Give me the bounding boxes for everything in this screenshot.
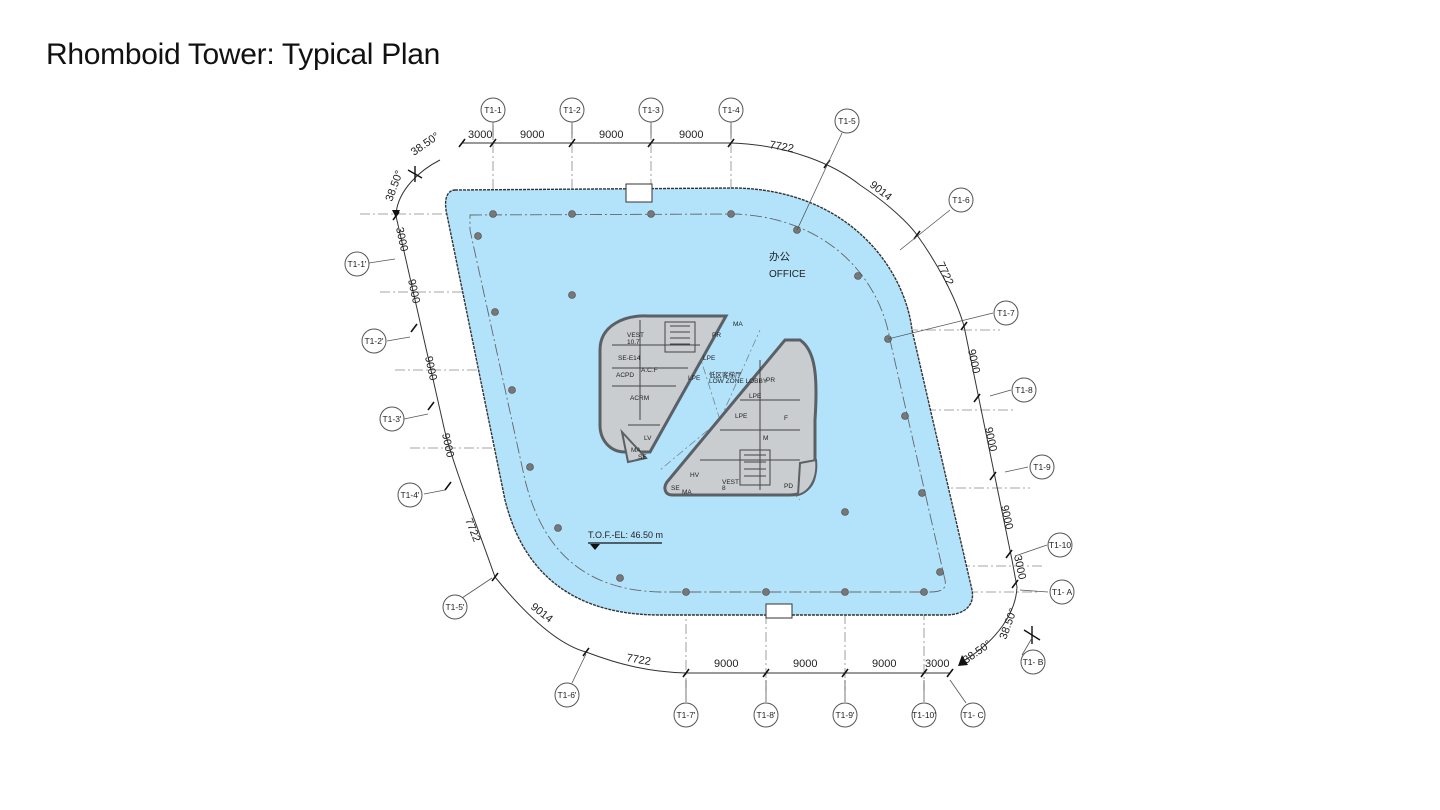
dim-left-6: 9014 [528, 601, 555, 626]
dimension-ticks [392, 138, 1019, 678]
room-label: SE-E14 [618, 355, 641, 362]
room-label: LPE [749, 393, 762, 400]
grid-bubble-label: T1-5' [445, 602, 464, 612]
room-label: F [784, 415, 788, 422]
dimension-lines [395, 142, 1018, 674]
room-label: 10.7 [627, 339, 640, 346]
grid-bubble-label: T1-9' [835, 710, 854, 720]
lobby-label-cn: 低区客梯厅 [709, 370, 742, 379]
room-label: LPE [688, 375, 701, 382]
grid-bubble-label: T1-3' [382, 414, 401, 424]
grid-bubble-label: T1-6 [952, 195, 970, 205]
grid-bubble-label: T1-6' [557, 690, 576, 700]
grid-bubble-label: T1-8' [756, 710, 775, 720]
columns [474, 210, 944, 596]
dim-top-4: 9000 [679, 129, 703, 141]
room-label: A.C.F [641, 367, 658, 374]
grid-bubble-label: T1-1' [347, 259, 366, 269]
core-b-partitions [700, 360, 800, 490]
page-title: Rhomboid Tower: Typical Plan [46, 38, 441, 71]
angle-label: 38.50° [998, 607, 1020, 641]
dim-left-4: 9000 [439, 432, 456, 458]
angle-arrow-icon [392, 210, 400, 218]
grid-bubble-label: T1- B [1023, 657, 1044, 667]
grid-bubble-label: T1-8 [1015, 385, 1033, 395]
room-label: LV [644, 435, 652, 442]
elevation-marker-icon [590, 544, 600, 550]
dim-right-4: 3000 [1011, 554, 1028, 580]
grid-bubble-label: T1-9 [1033, 462, 1051, 472]
dim-top-1: 3000 [468, 129, 492, 141]
dim-bottom-3: 9000 [793, 658, 817, 670]
dim-right-2: 9000 [982, 426, 999, 452]
inner-perimeter-line [469, 213, 946, 593]
grid-bubble-label: T1-7' [676, 710, 695, 720]
room-label: PR [712, 332, 721, 339]
dim-bottom-2: 9000 [714, 658, 738, 670]
dim-top-2: 9000 [520, 129, 544, 141]
room-label: VEST [722, 479, 739, 486]
elevation-label: T.O.F.-EL: 46.50 m [588, 530, 663, 540]
dim-bottom-5: 3000 [925, 658, 949, 670]
room-label: SE [638, 454, 647, 461]
grid-bubble-label: T1-5 [838, 116, 856, 126]
grid-bubble-label: T1-2' [364, 336, 383, 346]
room-label: VEST [627, 332, 644, 339]
room-label: LPE [735, 413, 748, 420]
angle-markers [407, 166, 1041, 644]
grid-bubble-label: T1-10' [912, 710, 936, 720]
dim-top-3: 9000 [599, 129, 623, 141]
bottom-notch [765, 603, 793, 619]
grid-bubble-label: T1- A [1052, 587, 1073, 597]
dim-left-3: 9000 [422, 355, 439, 381]
room-label: LPE [703, 355, 716, 362]
room-label: MA [733, 321, 743, 328]
office-label-cn: 办公 [769, 250, 790, 263]
grid-bubble-label: T1-1 [484, 105, 502, 115]
angle-label: 38.50° [384, 169, 406, 203]
core-a-partitions [612, 320, 700, 426]
grid-bubble-label: T1-4' [400, 490, 419, 500]
grid-bubble-label: T1-4 [722, 105, 740, 115]
grid-bubble-label: T1-10 [1049, 540, 1071, 550]
angle-label: 38.50° [961, 638, 994, 666]
grid-bubble-label: T1-2 [563, 105, 581, 115]
room-label: MA [631, 447, 641, 454]
dim-right-3: 9000 [998, 504, 1015, 530]
office-label-en: OFFICE [769, 269, 806, 280]
dim-right-1: 9000 [965, 348, 982, 374]
dim-left-2: 9000 [405, 278, 422, 304]
room-label: SE [671, 485, 680, 492]
grid-bubble-label: T1-7 [997, 308, 1015, 318]
room-label: MA [682, 489, 692, 496]
grid-bubble-label: T1-3 [642, 105, 660, 115]
core-wedge-left [620, 428, 648, 464]
office-floor-slab [444, 187, 974, 616]
room-label: ACPD [616, 372, 634, 379]
room-label: 8 [722, 485, 726, 492]
dim-top-7: 7722 [934, 260, 955, 287]
dim-top-5: 7722 [768, 139, 794, 155]
lobby-label-en: LOW ZONE LOBBY [709, 378, 768, 385]
grid-bubbles [344, 97, 1075, 728]
room-label: PD [784, 483, 793, 490]
room-label: M [763, 435, 768, 442]
core-wedge-right [796, 458, 818, 497]
room-label: ACRM [630, 395, 649, 402]
dim-left-5: 7722 [462, 517, 482, 544]
room-label: PR [766, 377, 775, 384]
room-label: HV [690, 472, 700, 479]
angle-label: 38.50° [409, 130, 442, 158]
dim-bottom-1: 7722 [625, 652, 651, 668]
dim-bottom-4: 9000 [872, 658, 896, 670]
grid-bubble-leaders [368, 122, 1049, 704]
top-notch [625, 183, 653, 203]
grid-bubble-label: T1- C [962, 710, 983, 720]
angle-arrow-icon [958, 655, 968, 666]
dim-left-1: 3000 [393, 226, 410, 252]
